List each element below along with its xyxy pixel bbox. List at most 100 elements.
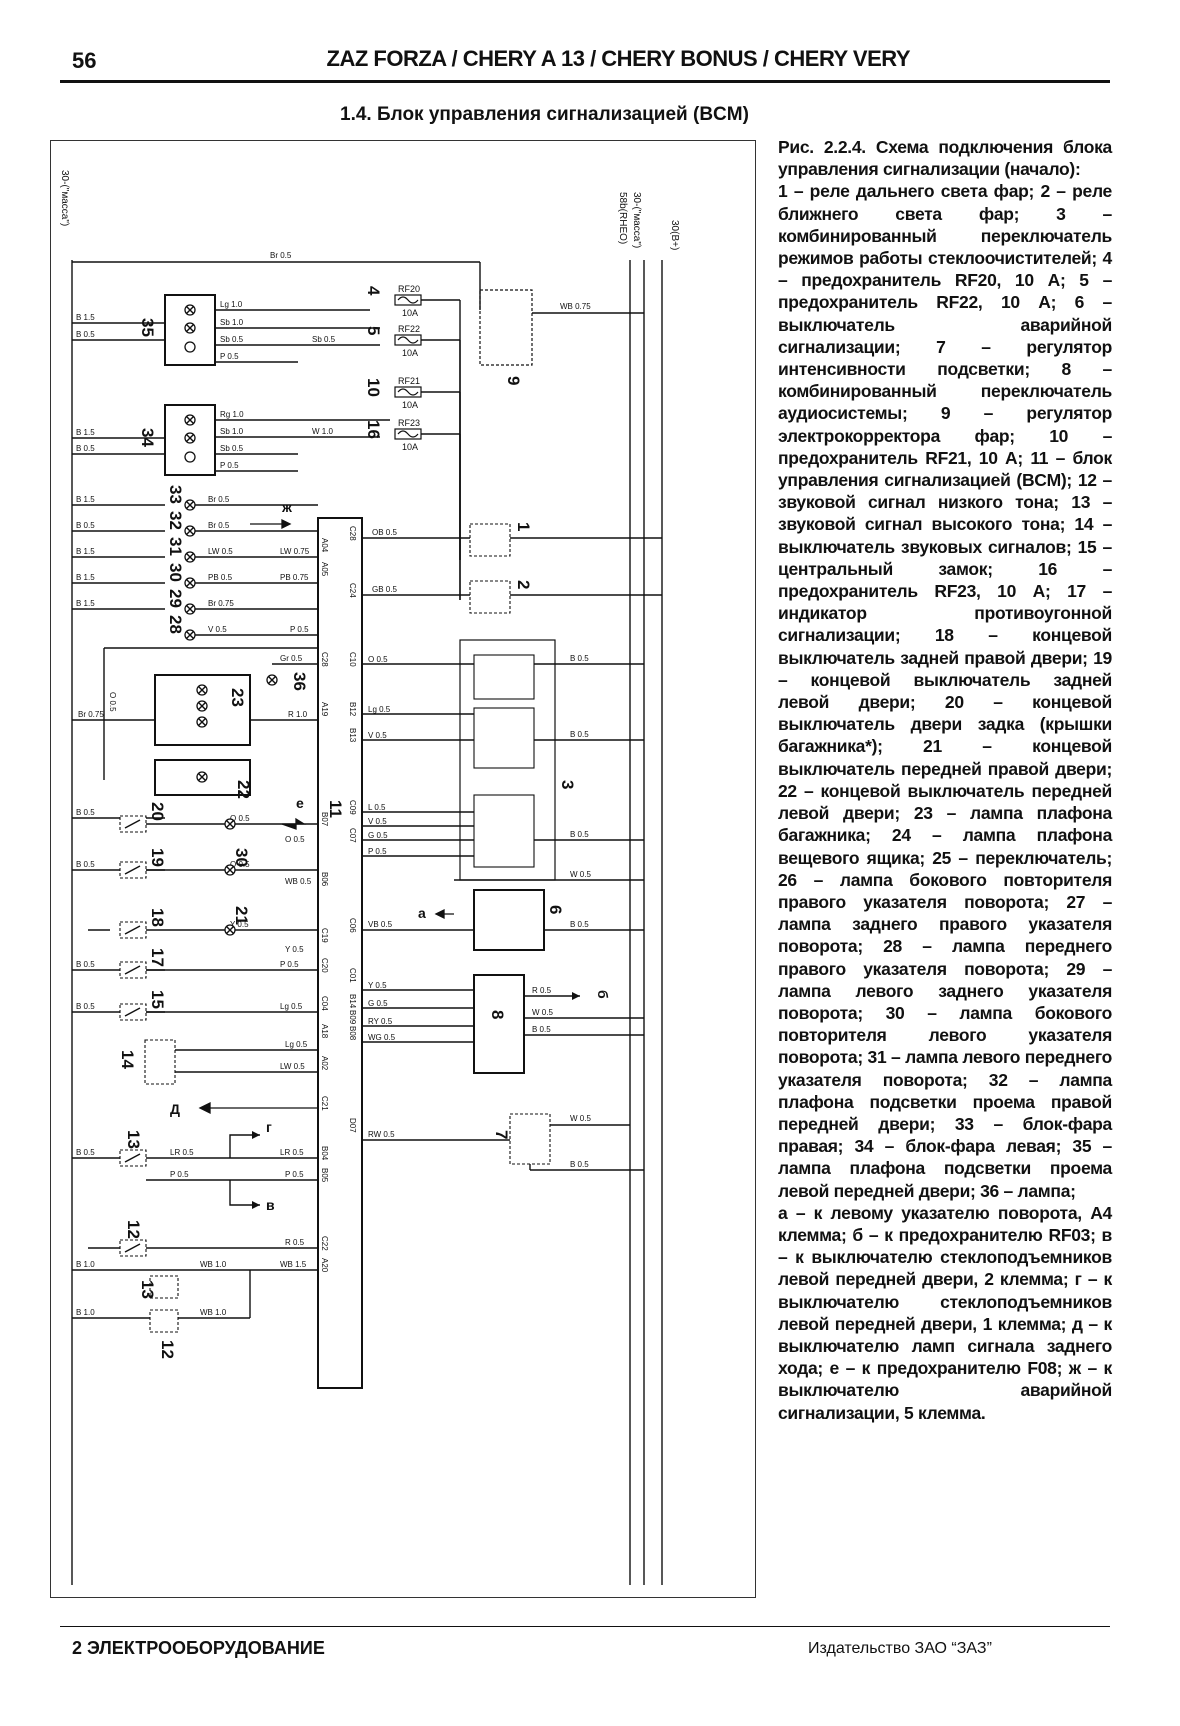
door-switch-number: 20 — [148, 802, 167, 821]
wire-label: Y 0.5 — [368, 981, 387, 990]
bcm-pin-left: B05 — [320, 1168, 329, 1183]
wire-label: VB 0.5 — [368, 920, 393, 929]
bcm-pin-left: C20 — [320, 958, 329, 973]
wire-label: B 0.5 — [570, 654, 589, 663]
wire-label: B 0.5 — [76, 960, 95, 969]
dimmer-7 — [509, 1113, 551, 1165]
footer-publisher: Издательство ЗАО “ЗАЗ” — [808, 1640, 992, 1657]
wire-label: V 0.5 — [368, 817, 387, 826]
bcm-pin-left: B06 — [320, 872, 329, 887]
wire-label: P 0.5 — [285, 1170, 304, 1179]
arrow-icon — [250, 518, 292, 530]
wire-label: RW 0.5 — [368, 1130, 395, 1139]
wire-label: WG 0.5 — [368, 1033, 396, 1042]
bcm-pin-left: C22 — [320, 1236, 329, 1251]
wiring-diagram: 30-("масса")58b(RHEO)30-("масса")30(B+)1… — [59, 170, 680, 1585]
headlamp-leveling-regulator-9 — [479, 289, 533, 366]
turn-lamp-number: 30 — [166, 563, 185, 582]
bcm-pin-left: A18 — [320, 1024, 329, 1039]
turn-lamp-number: 32 — [166, 511, 185, 530]
letter-e: е — [296, 795, 304, 811]
letter-b: б — [595, 990, 611, 999]
wire-label: Br 0.75 — [208, 599, 234, 608]
wire-label: B 0.5 — [570, 730, 589, 739]
turn-lamp-number: 28 — [166, 615, 185, 634]
relay-1-number: 1 — [514, 522, 533, 531]
wire-label: WB 1.0 — [200, 1260, 227, 1269]
wire-label: W 0.5 — [570, 1114, 591, 1123]
lamp-cross — [186, 527, 194, 535]
wire-label: Sb 0.5 — [220, 335, 244, 344]
wire-label: WB 0.5 — [285, 877, 312, 886]
horn-12-number: 12 — [158, 1340, 177, 1359]
wire-label: PB 0.5 — [208, 573, 233, 582]
motor-icon — [184, 451, 196, 463]
bcm-pin-left: C21 — [320, 1096, 329, 1111]
bcm-pin-left: B04 — [320, 1146, 329, 1161]
wire-label: B 1.5 — [76, 313, 95, 322]
lamp-32-number: 30 — [232, 848, 251, 867]
wire-label: V 0.5 — [208, 625, 227, 634]
lamp-cross — [226, 866, 234, 874]
bcm-block — [317, 517, 363, 1389]
wire-label: Sb 0.5 — [312, 335, 336, 344]
arrow-icon — [281, 817, 307, 830]
lamp-cross — [186, 605, 194, 613]
component-17-number: 14 — [118, 1050, 137, 1069]
fuse-name: RF23 — [398, 418, 420, 428]
lamp-cross — [198, 702, 206, 710]
wire-label: P 0.5 — [280, 960, 299, 969]
lamp-23-number: 21 — [232, 906, 251, 925]
footer-rule — [60, 1626, 1110, 1627]
wire-label: LR 0.5 — [170, 1148, 194, 1157]
lamp-cross — [226, 820, 234, 828]
wire-label: B 1.5 — [76, 599, 95, 608]
switch-contact — [124, 865, 141, 875]
bcm-pin-left: A19 — [320, 702, 329, 717]
fuse-number: 10 — [364, 378, 383, 397]
bcm-pin-right: C01 — [348, 968, 357, 983]
switch-contact — [124, 925, 141, 935]
lamp-cross — [226, 926, 234, 934]
wire-label: O 0.5 — [368, 655, 388, 664]
battery-rail-label: 30(B+) — [669, 220, 680, 250]
wire-label: B 1.5 — [76, 428, 95, 437]
horn-13-number: 13 — [138, 1280, 157, 1299]
bcm-pin-right: C06 — [348, 918, 357, 933]
wire-label: W 1.0 — [312, 427, 333, 436]
arrow-icon — [252, 1131, 260, 1139]
wire-label: LW 0.5 — [208, 547, 233, 556]
lamp-cross — [198, 773, 206, 781]
wiper-switch-section — [473, 707, 535, 769]
wire-label: B 1.5 — [76, 495, 95, 504]
lamp-cross — [186, 553, 194, 561]
figure-caption: Рис. 2.2.4. Схема подключения блока упра… — [778, 136, 1112, 1424]
wire-label: Br 0.5 — [208, 521, 230, 530]
fuse-number: 16 — [364, 420, 383, 439]
wire-label: OB 0.5 — [372, 528, 397, 537]
bcm-pin-right: B13 — [348, 728, 357, 743]
wire-label: B 1.0 — [76, 1308, 95, 1317]
wire — [229, 1180, 260, 1206]
wire-label: RY 0.5 — [368, 1017, 393, 1026]
wire-label: WB 1.0 — [200, 1308, 227, 1317]
bcm-pin-left: C04 — [320, 996, 329, 1011]
component-15-number: 13 — [124, 1130, 143, 1149]
component-7-number: 7 — [492, 1130, 511, 1139]
caption-title: Рис. 2.2.4. Схема подключения блока упра… — [778, 137, 1112, 180]
wire-label: G 0.5 — [368, 831, 388, 840]
bcm-pin-left: C28 — [320, 652, 329, 667]
letter-g: г — [266, 1119, 272, 1135]
turn-lamp-number: 29 — [166, 589, 185, 608]
bcm-pin-right: B09 — [348, 1010, 357, 1025]
fuse-rating: 10A — [402, 442, 418, 452]
lamp-cross — [186, 416, 194, 424]
bcm-pin-right: B08 — [348, 1026, 357, 1041]
wire-label: V 0.5 — [368, 731, 387, 740]
switch-contact — [124, 1153, 141, 1163]
wire-label: P 0.5 — [220, 352, 239, 361]
lamp-cross — [186, 306, 194, 314]
wire-label: LW 0.75 — [280, 547, 310, 556]
wire — [229, 1134, 260, 1158]
fuse-rating: 10A — [402, 400, 418, 410]
